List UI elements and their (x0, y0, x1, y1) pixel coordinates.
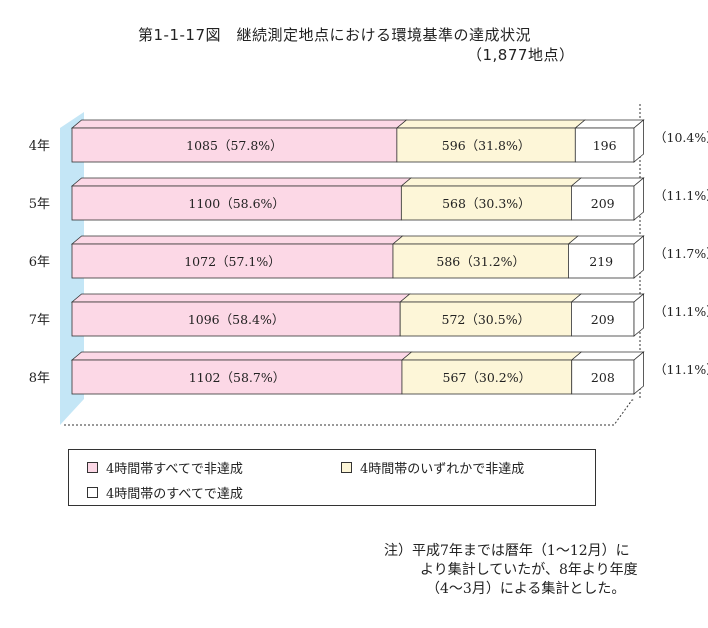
category-label: 7年 (29, 313, 50, 328)
bar-value-label: 1072（57.1%） (184, 254, 281, 269)
bar-segment-all-fail (71, 127, 398, 163)
legend-item-all-fail: 4時間帯すべてで非達成 (87, 458, 243, 477)
bar-value-label: 219 (589, 254, 613, 269)
legend-item-some-fail: 4時間帯のいずれかで非達成 (341, 458, 524, 477)
chart-title: 第1-1-17図 継続測定地点における環境基準の達成状況 (138, 26, 532, 44)
bar-side-face (633, 351, 644, 395)
bar-segment-all-fail-top (70, 293, 411, 303)
bar-segment-some-fail (400, 185, 572, 221)
footnote-line-3: （4～3月）による集計とした。 (426, 581, 626, 597)
bar-value-label: 209 (591, 312, 615, 327)
bar-value-label: 567（30.2%） (443, 370, 532, 385)
bar-segment-all-pass (574, 127, 635, 163)
bar-value-label: 196 (593, 138, 617, 153)
legend-swatch-white (87, 487, 98, 498)
bar-segment-some-fail-top (395, 119, 587, 129)
bar-segment-all-pass (571, 301, 635, 337)
bar-value-label: 596（31.8%） (442, 138, 531, 153)
bar-segment-all-fail-top (70, 235, 404, 245)
bar-outside-percent-label: （11.1%） (654, 304, 708, 319)
bar-side-face (633, 293, 644, 337)
bar-segment-all-pass-top (570, 351, 645, 361)
bar-segment-all-fail (71, 301, 401, 337)
category-label: 8年 (29, 371, 50, 386)
bar-segment-all-pass (571, 359, 635, 395)
bar-value-label: 208 (591, 370, 615, 385)
bar-segment-all-pass-top (574, 119, 645, 129)
bar-side-face (633, 235, 644, 279)
bar-segment-all-pass (568, 243, 635, 279)
footnote: 注）平成7年までは暦年（1～12月）に より集計していたが、8年より年度 （4～… (384, 542, 638, 599)
bar-segment-some-fail-top (400, 351, 583, 361)
legend-label-some-fail: 4時間帯のいずれかで非達成 (360, 462, 525, 477)
bar-outside-percent-label: （11.1%） (654, 362, 708, 377)
bar-value-label: 572（30.5%） (442, 312, 531, 327)
bar-outside-percent-label: （11.1%） (654, 188, 708, 203)
bar-value-label: 1096（58.4%） (188, 312, 285, 327)
footnote-line-2: より集計していたが、8年より年度 (420, 562, 638, 578)
bar-value-label: 209 (591, 196, 615, 211)
legend-item-all-pass: 4時間帯のすべてで達成 (87, 483, 243, 502)
bar-value-label: 1085（57.8%） (186, 138, 283, 153)
chart-subtitle: （1,877地点） (467, 46, 575, 64)
bar-segment-all-fail-top (70, 351, 413, 361)
bar-side-face (633, 119, 644, 163)
bar-segment-some-fail (392, 243, 569, 279)
bar-outside-percent-label: （10.4%） (654, 130, 708, 145)
bar-segment-all-pass-top (567, 235, 645, 245)
bar-segment-some-fail-top (400, 177, 583, 187)
bar-segment-all-fail (71, 359, 403, 395)
legend-label-all-pass: 4時間帯のすべてで達成 (106, 487, 243, 502)
bar-segment-all-pass-top (570, 177, 645, 187)
legend-swatch-yellow (341, 462, 352, 473)
bar-value-label: 568（30.3%） (442, 196, 531, 211)
bar-side-face (633, 177, 644, 221)
chart-floor-dotted (64, 399, 634, 426)
bar-segment-some-fail-top (391, 235, 580, 245)
bar-segment-all-fail-top (70, 119, 408, 129)
bar-segment-all-fail-top (70, 177, 413, 187)
bar-segment-all-fail (71, 185, 402, 221)
bar-segment-some-fail (401, 359, 573, 395)
bar-outside-percent-label: （11.7%） (654, 246, 708, 261)
legend-swatch-pink (87, 462, 98, 473)
footnote-line-1: 注）平成7年までは暦年（1～12月）に (384, 543, 630, 559)
bar-value-label: 1102（58.7%） (189, 370, 286, 385)
category-label: 4年 (29, 139, 50, 154)
bar-segment-some-fail-top (399, 293, 583, 303)
category-label: 5年 (29, 197, 50, 212)
category-label: 6年 (29, 255, 50, 270)
bar-segment-all-pass-top (570, 293, 645, 303)
bar-segment-some-fail (399, 301, 572, 337)
bar-segment-all-pass (571, 185, 635, 221)
legend-label-all-fail: 4時間帯すべてで非達成 (106, 462, 243, 477)
bar-value-label: 586（31.2%） (436, 254, 525, 269)
legend: 4時間帯すべてで非達成 4時間帯のいずれかで非達成 4時間帯のすべてで達成 (68, 449, 596, 506)
bar-value-label: 1100（58.6%） (188, 196, 285, 211)
bar-segment-all-fail (71, 243, 394, 279)
